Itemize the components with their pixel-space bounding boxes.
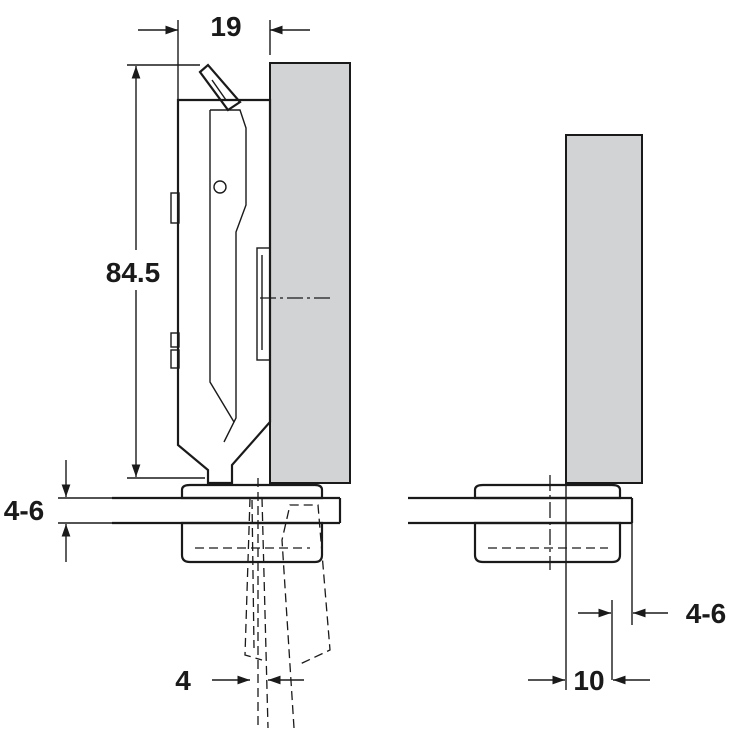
mounting-plate-right <box>408 483 634 564</box>
dimension-label-4-6-left: 4-6 <box>4 495 44 526</box>
right-view: 4-6 10 <box>408 134 726 696</box>
dimension-label-4-6-right: 4-6 <box>686 598 726 629</box>
left-view: 19 84.5 4-6 4 <box>4 11 351 729</box>
cabinet-side-panel-right <box>565 134 643 484</box>
cabinet-side-panel-left <box>269 62 351 484</box>
dimension-label-10: 10 <box>573 665 604 696</box>
mounting-plate-left <box>112 483 342 564</box>
dimension-label-84-5: 84.5 <box>106 257 161 288</box>
door-swing-outline <box>244 478 331 729</box>
dimension-label-19: 19 <box>210 11 241 42</box>
hinge-arm <box>170 63 272 485</box>
dimension-label-4: 4 <box>175 665 191 696</box>
